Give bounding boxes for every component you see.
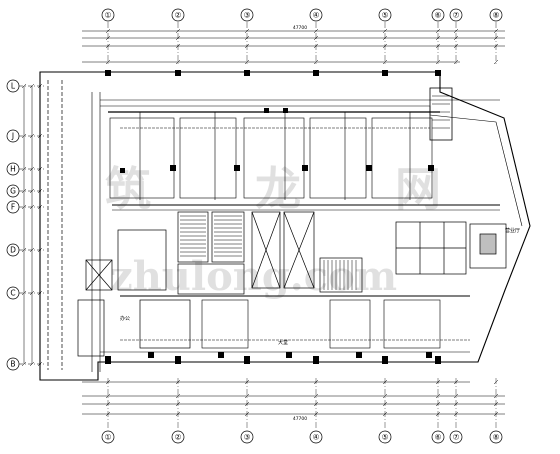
axis-bubble-row-C: C <box>6 286 20 300</box>
column <box>244 70 250 76</box>
axis-label: ② <box>175 433 182 442</box>
axis-label: ① <box>105 433 112 442</box>
overall-dimension-bottom: 47700 <box>293 416 307 422</box>
watermark-char-1: 筑 <box>105 162 151 216</box>
equipment-units <box>120 108 434 358</box>
axis-label: ⑧ <box>493 11 500 20</box>
bottom-axis-bubbles: ① ② ③ ④ ⑤ ⑥ ⑦ ⑧ <box>101 430 503 444</box>
watermark-char-2: 龙 <box>255 162 301 216</box>
axis-bubble-row-J: J <box>6 129 20 143</box>
axis-label: C <box>10 289 15 298</box>
column <box>435 70 441 76</box>
axis-bubble-bottom-4: ④ <box>309 430 323 444</box>
left-dimension-lines <box>19 83 46 367</box>
bottom-dimension-lines <box>82 379 505 417</box>
axis-label: ⑧ <box>493 433 500 442</box>
axis-bubble-top-2: ② <box>171 8 185 22</box>
axis-bubble-top-1: ① <box>101 8 115 22</box>
top-dimension-lines <box>82 28 505 65</box>
axis-label: H <box>10 165 16 174</box>
axis-label: F <box>11 203 15 212</box>
building-core <box>177 211 363 295</box>
column <box>175 356 181 364</box>
axis-label: ② <box>175 11 182 20</box>
axis-label: G <box>10 187 16 196</box>
axis-label: B <box>10 360 15 369</box>
axis-bubble-bottom-6: ⑥ <box>431 430 445 444</box>
axis-bubble-row-G: G <box>6 184 20 198</box>
axis-label: ⑥ <box>435 11 442 20</box>
axis-label: D <box>10 246 16 255</box>
axis-bubble-row-L: L <box>6 79 20 93</box>
axis-extension-lines <box>107 22 497 428</box>
axis-label: J <box>11 132 14 141</box>
axis-bubble-top-7: ⑦ <box>449 8 463 22</box>
axis-label: ⑤ <box>382 11 389 20</box>
column <box>382 70 388 76</box>
watermark-char-3: 网 <box>395 162 441 216</box>
axis-bubble-row-H: H <box>6 162 20 176</box>
axis-label: ⑥ <box>435 433 442 442</box>
room-label-right: 营业厅 <box>505 227 520 234</box>
axis-label: L <box>11 82 16 91</box>
column <box>382 356 388 364</box>
axis-bubble-bottom-7: ⑦ <box>449 430 463 444</box>
axis-bubble-top-4: ④ <box>309 8 323 22</box>
watermark-url: zhulong.com <box>110 253 397 300</box>
left-axis-bubbles: L J H G F D C B <box>6 79 20 371</box>
upper-rooms <box>108 87 500 211</box>
axis-label: ⑦ <box>453 11 460 20</box>
axis-bubble-bottom-1: ① <box>101 430 115 444</box>
axis-bubble-top-8: ⑧ <box>489 8 503 22</box>
column <box>313 356 319 364</box>
axis-label: ③ <box>244 11 251 20</box>
column <box>175 70 181 76</box>
lower-rooms <box>120 295 470 349</box>
structural-columns <box>105 70 441 364</box>
axis-label: ① <box>105 11 112 20</box>
axis-bubble-bottom-5: ⑤ <box>378 430 392 444</box>
axis-bubble-bottom-3: ③ <box>240 430 254 444</box>
axis-bubble-row-D: D <box>6 243 20 257</box>
axis-label: ⑦ <box>453 433 460 442</box>
axis-bubble-row-F: F <box>6 200 20 214</box>
axis-bubble-row-B: B <box>6 357 20 371</box>
room-label-left: 办公 <box>120 315 130 322</box>
room-label-center: 大堂 <box>278 339 288 346</box>
overall-dimension-top: 47700 <box>293 25 307 31</box>
column <box>313 70 319 76</box>
column <box>105 356 111 364</box>
axis-label: ③ <box>244 433 251 442</box>
axis-label: ⑤ <box>382 433 389 442</box>
axis-label: ④ <box>313 11 320 20</box>
axis-bubble-bottom-8: ⑧ <box>489 430 503 444</box>
column <box>105 70 111 76</box>
axis-bubble-top-6: ⑥ <box>431 8 445 22</box>
right-wing <box>395 221 507 275</box>
top-axis-bubbles: ① ② ③ ④ ⑤ ⑥ ⑦ ⑧ <box>101 8 503 22</box>
axis-bubble-bottom-2: ② <box>171 430 185 444</box>
axis-bubble-top-5: ⑤ <box>378 8 392 22</box>
column <box>435 356 441 364</box>
axis-label: ④ <box>313 433 320 442</box>
axis-bubble-top-3: ③ <box>240 8 254 22</box>
column <box>244 356 250 364</box>
left-wing <box>47 80 191 370</box>
